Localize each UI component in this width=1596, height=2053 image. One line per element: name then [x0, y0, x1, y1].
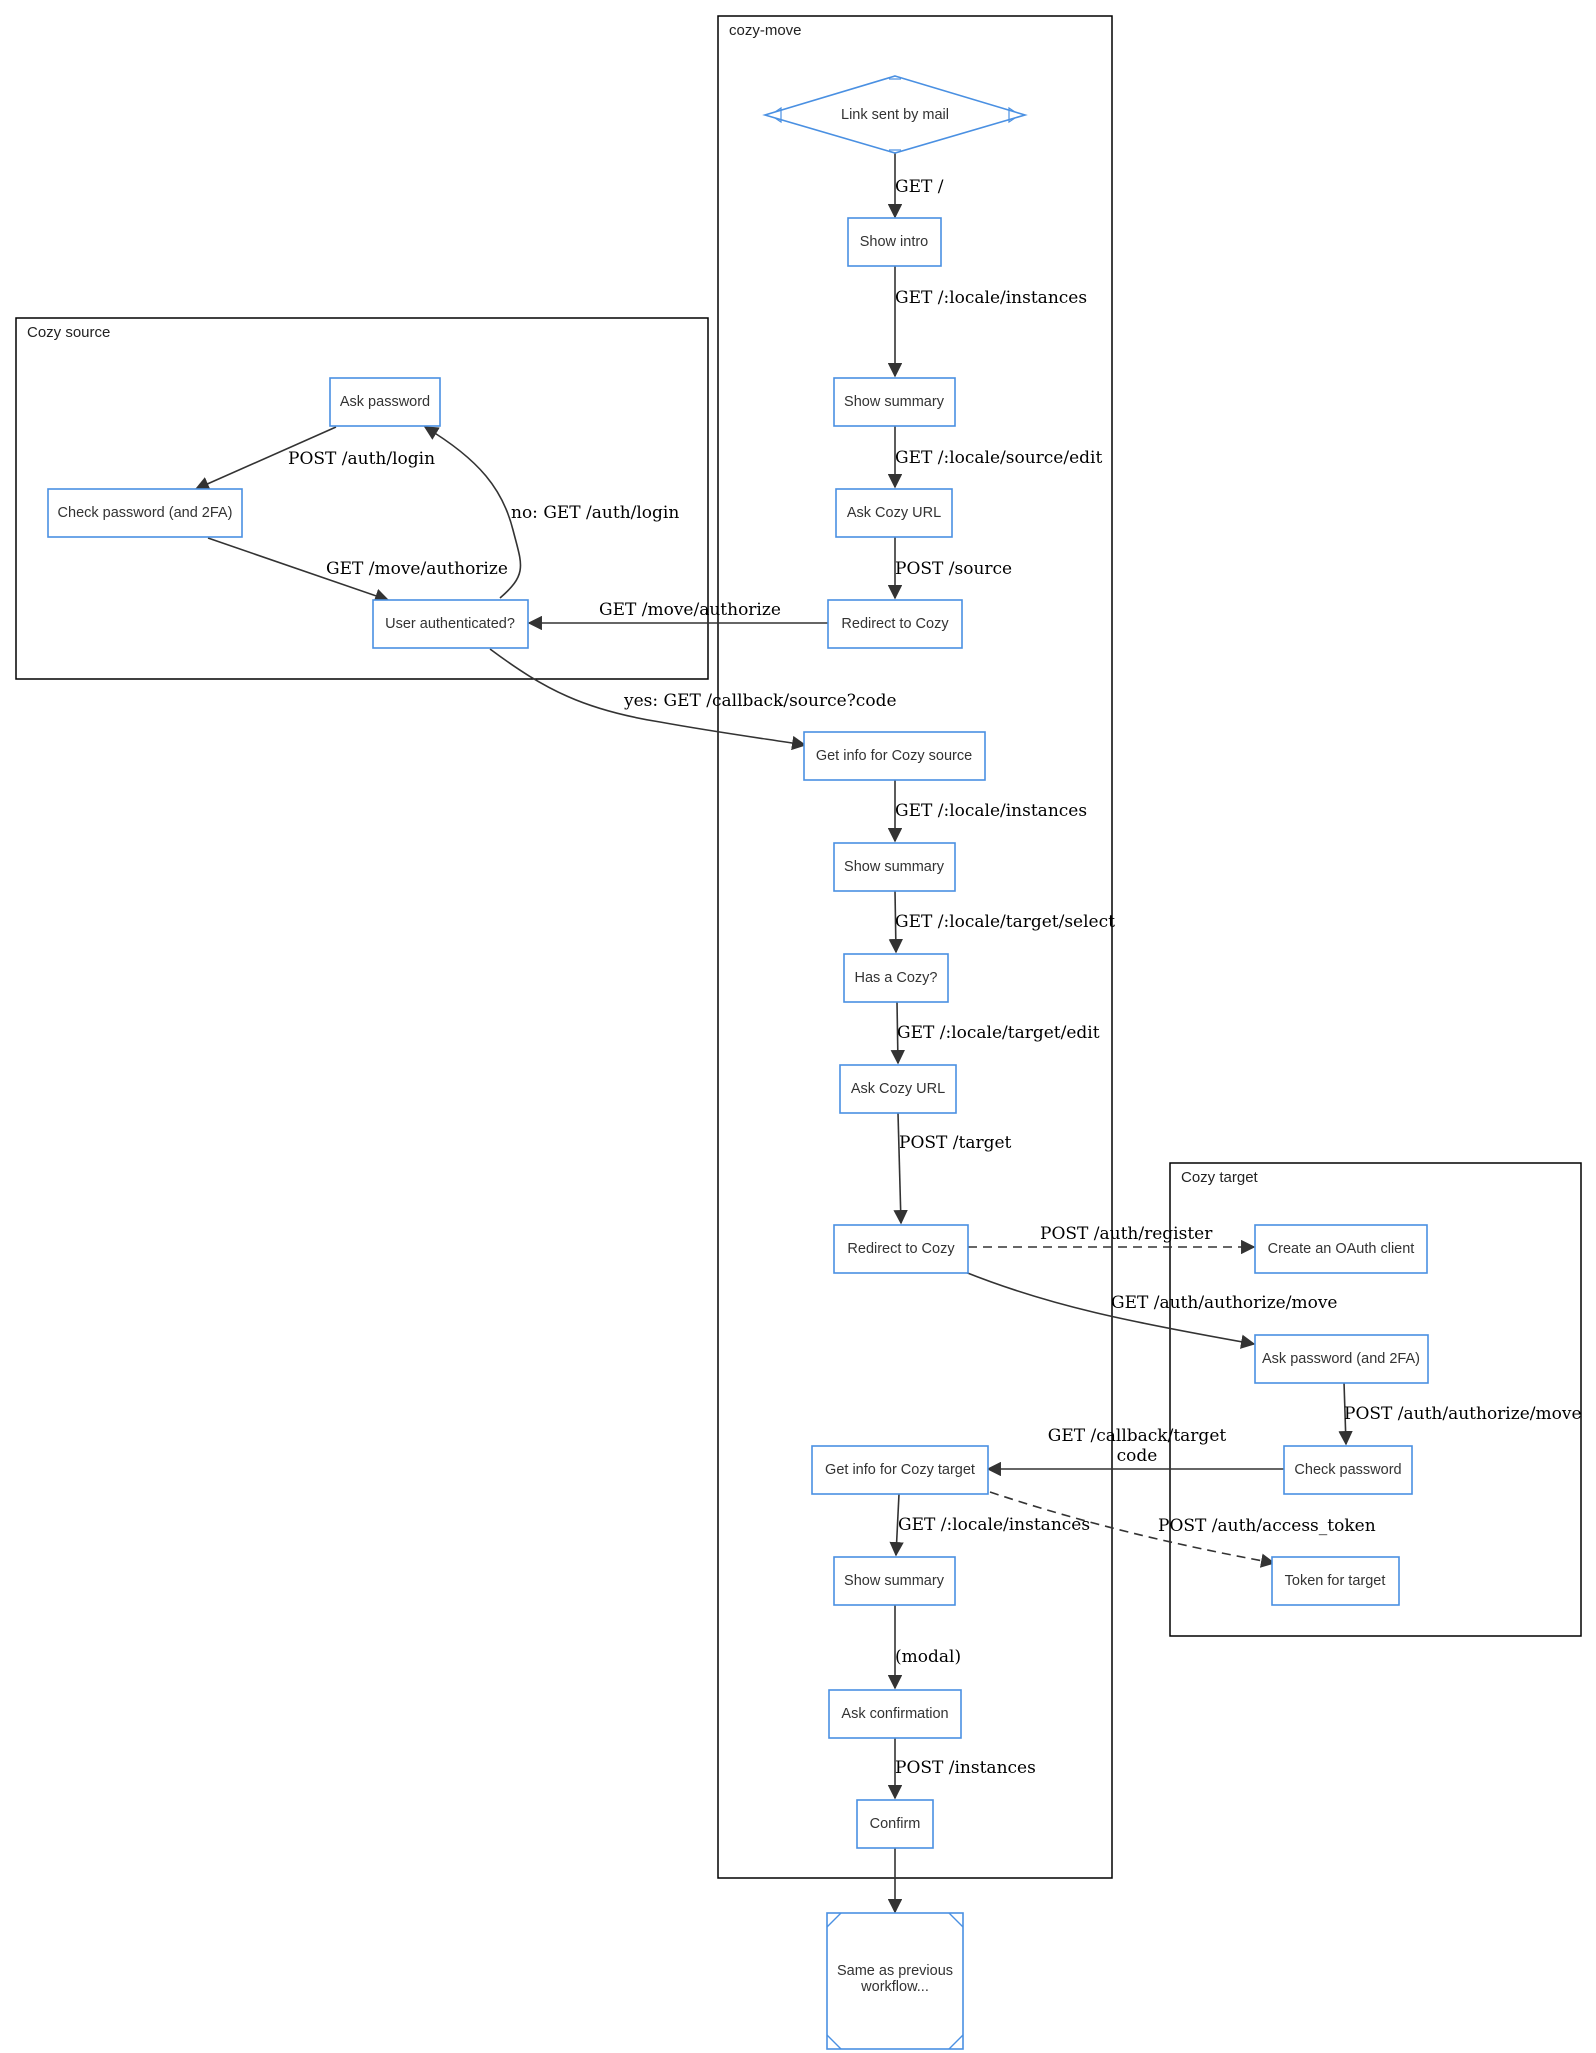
node-create-oauth-client: Create an OAuth client	[1254, 1224, 1428, 1274]
edge-get-locale-target-edit: GET /:locale/target/edit	[890, 1001, 1100, 1065]
node-label-has-a-cozy: Has a Cozy?	[854, 970, 937, 986]
node-label-show-summary-3: Show summary	[844, 1573, 945, 1589]
edge-label-no-get-auth-login: no: GET /auth/login	[511, 503, 679, 523]
node-label-same-as-previous-line1: Same as previous	[837, 1963, 953, 1979]
edge-label-post-auth-access-token: POST /auth/access_token	[1158, 1516, 1376, 1536]
edge-label-post-auth-login: POST /auth/login	[288, 449, 435, 469]
edge-get-locale-instances-1: GET /:locale/instances	[887, 266, 1087, 378]
node-ask-confirmation: Ask confirmation	[828, 1689, 962, 1739]
edge-post-auth-register: POST /auth/register	[968, 1224, 1256, 1255]
node-redirect-to-cozy-1: Redirect to Cozy	[827, 599, 963, 649]
node-label-ask-password-source: Ask password	[340, 394, 430, 410]
edge-label-post-auth-authorize-move: POST /auth/authorize/move	[1344, 1404, 1582, 1424]
node-label-token-for-target: Token for target	[1285, 1573, 1386, 1589]
node-label-get-info-source: Get info for Cozy source	[816, 748, 972, 764]
edge-get-auth-authorize-move: GET /auth/authorize/move	[964, 1271, 1337, 1349]
node-get-info-target: Get info for Cozy target	[811, 1445, 989, 1495]
edge-post-auth-login: POST /auth/login	[194, 426, 435, 491]
edge-post-source: POST /source	[887, 537, 1012, 600]
edge-label-post-target: POST /target	[899, 1133, 1012, 1153]
edge-get-move-authorize-2: GET /move/authorize	[207, 537, 508, 603]
edge-label-get-callback-target-line2: code	[1117, 1446, 1158, 1466]
edge-label-get-locale-target-edit: GET /:locale/target/edit	[897, 1023, 1100, 1043]
node-ask-cozy-url-2: Ask Cozy URL	[839, 1064, 957, 1114]
node-label-show-intro: Show intro	[860, 234, 929, 250]
edge-post-auth-authorize-move: POST /auth/authorize/move	[1338, 1381, 1582, 1446]
node-same-as-previous-workflow: Same as previous workflow...	[826, 1912, 964, 2050]
node-token-for-target: Token for target	[1271, 1556, 1400, 1606]
edge-get-move-authorize-1: GET /move/authorize	[527, 600, 828, 631]
edge-label-get-locale-instances-1: GET /:locale/instances	[895, 288, 1087, 308]
node-label-create-oauth-client: Create an OAuth client	[1268, 1241, 1415, 1257]
node-ask-password-source: Ask password	[329, 377, 441, 427]
edge-label-get-root: GET /	[895, 177, 944, 197]
edge-label-get-locale-instances-3: GET /:locale/instances	[898, 1515, 1090, 1535]
node-label-redirect-to-cozy-1: Redirect to Cozy	[841, 616, 949, 632]
edge-no-get-auth-login: no: GET /auth/login	[423, 426, 679, 599]
edge-label-get-locale-instances-2: GET /:locale/instances	[895, 801, 1087, 821]
cluster-cozy-source-title: Cozy source	[27, 324, 110, 341]
edge-get-locale-instances-3: GET /:locale/instances	[889, 1493, 1090, 1557]
edge-label-yes-callback-source: yes: GET /callback/source?code	[623, 691, 897, 711]
edge-get-locale-target-select: GET /:locale/target/select	[888, 890, 1115, 954]
node-check-password-target: Check password	[1283, 1445, 1413, 1495]
node-show-summary-2: Show summary	[833, 842, 956, 892]
edge-get-callback-target: GET /callback/target code	[986, 1426, 1284, 1477]
edge-yes-callback-source: yes: GET /callback/source?code	[489, 648, 897, 751]
node-show-summary-3: Show summary	[833, 1556, 956, 1606]
cluster-cozy-move: cozy-move	[717, 15, 1113, 1879]
node-label-redirect-to-cozy-2: Redirect to Cozy	[847, 1241, 955, 1257]
node-label-ask-password-2fa-target: Ask password (and 2FA)	[1262, 1351, 1420, 1367]
edge-label-get-move-authorize-1: GET /move/authorize	[599, 600, 781, 620]
node-label-ask-cozy-url-1: Ask Cozy URL	[847, 505, 941, 521]
edge-post-auth-access-token: POST /auth/access_token	[989, 1491, 1376, 1568]
node-label-check-password-target: Check password	[1294, 1462, 1401, 1478]
node-get-info-source: Get info for Cozy source	[803, 731, 986, 781]
node-ask-password-2fa-target: Ask password (and 2FA)	[1254, 1334, 1429, 1384]
edge-label-post-source: POST /source	[895, 559, 1012, 579]
edge-label-post-auth-register: POST /auth/register	[1040, 1224, 1213, 1244]
edge-post-target: POST /target	[893, 1112, 1012, 1225]
node-label-user-authenticated: User authenticated?	[385, 616, 515, 632]
node-label-same-as-previous-line2: workflow...	[860, 1979, 929, 1995]
node-user-authenticated: User authenticated?	[372, 599, 529, 649]
node-label-confirm: Confirm	[870, 1816, 921, 1832]
node-redirect-to-cozy-2: Redirect to Cozy	[833, 1224, 969, 1274]
edge-get-locale-source-edit: GET /:locale/source/edit	[887, 426, 1102, 489]
node-show-summary-1: Show summary	[833, 377, 956, 427]
cluster-cozy-move-title: cozy-move	[729, 22, 802, 39]
node-confirm: Confirm	[856, 1799, 934, 1849]
node-has-a-cozy: Has a Cozy?	[843, 953, 949, 1003]
edge-get-locale-instances-2: GET /:locale/instances	[887, 780, 1087, 843]
edge-label-get-auth-authorize-move: GET /auth/authorize/move	[1111, 1293, 1337, 1313]
node-label-get-info-target: Get info for Cozy target	[825, 1462, 975, 1478]
edge-label-modal: (modal)	[895, 1647, 961, 1667]
edge-label-get-locale-target-select: GET /:locale/target/select	[895, 912, 1115, 932]
edge-post-instances: POST /instances	[887, 1737, 1036, 1800]
node-show-intro: Show intro	[847, 217, 942, 267]
node-label-check-password-2fa-source: Check password (and 2FA)	[58, 505, 233, 521]
edge-label-post-instances: POST /instances	[895, 1758, 1036, 1778]
node-label-ask-cozy-url-2: Ask Cozy URL	[851, 1081, 945, 1097]
edge-get-root: GET /	[887, 153, 944, 219]
edge-label-get-move-authorize-2: GET /move/authorize	[326, 559, 508, 579]
cluster-cozy-source: Cozy source	[15, 317, 709, 680]
node-label-show-summary-2: Show summary	[844, 859, 945, 875]
node-ask-cozy-url-1: Ask Cozy URL	[835, 488, 953, 538]
node-label-show-summary-1: Show summary	[844, 394, 945, 410]
node-link-sent-by-mail: Link sent by mail	[762, 75, 1028, 154]
edge-label-get-locale-source-edit: GET /:locale/source/edit	[895, 448, 1102, 468]
edge-label-get-callback-target-line1: GET /callback/target	[1048, 1426, 1227, 1446]
edge-modal: (modal)	[887, 1605, 961, 1690]
node-label-ask-confirmation: Ask confirmation	[841, 1706, 948, 1722]
cluster-cozy-target-title: Cozy target	[1181, 1169, 1259, 1186]
node-check-password-2fa-source: Check password (and 2FA)	[47, 488, 243, 538]
cluster-cozy-target: Cozy target	[1169, 1162, 1582, 1637]
node-label-link-sent-by-mail: Link sent by mail	[841, 107, 949, 123]
